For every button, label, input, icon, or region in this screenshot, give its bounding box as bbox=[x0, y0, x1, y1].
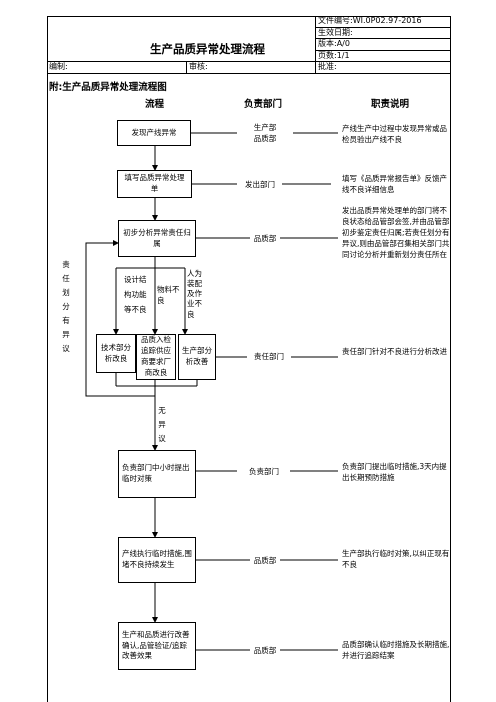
column-header-dept: 负责部门 bbox=[244, 99, 283, 110]
dept-step-5: 负责部门 bbox=[249, 467, 279, 476]
document-title: 生产品质异常处理流程 bbox=[150, 42, 265, 56]
branch-box-qc: 品质入检追踪供应商要求厂商改良 bbox=[136, 334, 176, 380]
desc-step-4: 责任部门针对不良进行分析改进 bbox=[342, 347, 447, 356]
branch-label-material: 物料不良 bbox=[157, 285, 180, 306]
prepared-by: 编制: bbox=[49, 62, 68, 71]
header-divider bbox=[186, 61, 187, 73]
step-box-initial-analysis: 初步分析异常责任归属 bbox=[118, 220, 196, 257]
desc-step-3: 发出品质异常处理单的部门将不良状态给品管部会签,并由品管部初步鉴定责任归属;若责… bbox=[342, 206, 450, 259]
dept-step-4: 责任部门 bbox=[254, 352, 284, 361]
dept-step-6: 品质部 bbox=[253, 556, 277, 565]
page-count: 页数:1/1 bbox=[318, 51, 350, 60]
attachment-title: 附:生产品质异常处理流程图 bbox=[49, 82, 167, 93]
branch-label-human: 人为装配及作业不良 bbox=[187, 269, 202, 319]
step-box-verify-improvement: 生产和品质进行改善确认,品管验证/追踪改善效果 bbox=[118, 622, 196, 670]
document-frame bbox=[47, 16, 451, 702]
branch-box-production: 生产部分析改善 bbox=[178, 334, 216, 380]
effective-date: 生效日期: bbox=[318, 28, 353, 37]
header-divider bbox=[315, 50, 451, 51]
header-divider bbox=[47, 73, 451, 74]
dept-step-3: 品质部 bbox=[253, 234, 277, 243]
dept-step-2: 发出部门 bbox=[245, 180, 275, 189]
step-box-temporary-measure: 负责部门中小时提出临时对策 bbox=[118, 450, 196, 498]
label-no-dispute: 无异议 bbox=[158, 406, 166, 443]
desc-step-1: 产线生产中过程中发现异常或品检员验出产线不良 bbox=[342, 124, 447, 144]
step-box-contain-defects: 产线执行临时措施,围堵不良持续发生 bbox=[118, 537, 196, 583]
version: 版本:A/0 bbox=[318, 39, 350, 48]
branch-label-design: 设计结构功能等不良 bbox=[124, 275, 147, 314]
header-divider bbox=[315, 16, 316, 73]
reviewed-by: 审核: bbox=[189, 62, 208, 71]
header-divider bbox=[315, 38, 451, 39]
header-divider bbox=[315, 27, 451, 28]
desc-step-6: 生产部执行临时对策,以纠正现有不良 bbox=[342, 549, 450, 569]
desc-step-5: 负责部门提出临时措施,3天内提出长期预防措施 bbox=[342, 462, 447, 482]
step-box-fill-report: 填写品质异常处理单 bbox=[117, 170, 192, 198]
dept-step-1: 生产部 品质部 bbox=[253, 123, 277, 144]
desc-step-2: 填写《品质异常报告单》反馈产线不良详细信息 bbox=[342, 174, 447, 194]
approved-by: 批准: bbox=[318, 62, 337, 71]
column-header-flow: 流程 bbox=[145, 99, 165, 110]
doc-number: 文件编号:WI.0P02.97-2016 bbox=[318, 16, 422, 25]
column-header-desc: 职责说明 bbox=[371, 99, 410, 110]
desc-step-7: 品质部确认临时措施及长期措施,并进行追踪结案 bbox=[342, 640, 450, 660]
header-divider bbox=[47, 61, 451, 62]
branch-box-tech: 技术部分析改良 bbox=[96, 334, 136, 373]
step-box-discover-anomaly: 发现产线异常 bbox=[117, 120, 191, 146]
dept-step-7: 品质部 bbox=[253, 646, 277, 655]
label-responsibility-dispute: 责任划分有异议 bbox=[62, 260, 70, 353]
